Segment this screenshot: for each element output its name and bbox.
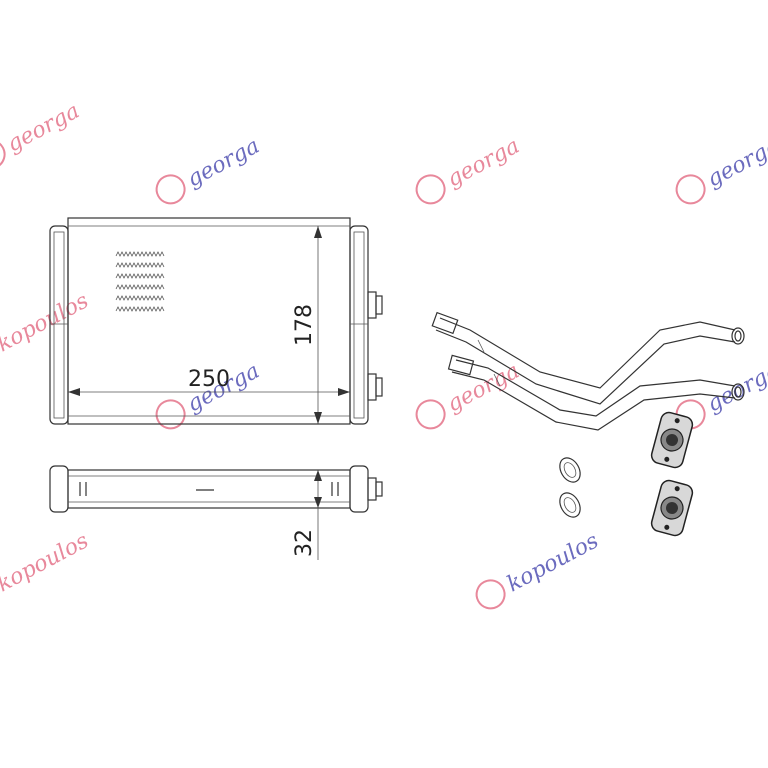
width-label: 250 (188, 367, 230, 392)
o-rings (559, 457, 581, 518)
flange-gaskets (650, 411, 694, 537)
watermark-text: kopoulos (0, 528, 93, 597)
height-dimension: 178 (292, 226, 322, 424)
heater-core-front-view (49, 217, 383, 425)
watermark-text: kopoulos (503, 528, 603, 597)
watermark-logo: georga (155, 134, 264, 205)
watermark-text: georga (443, 134, 524, 193)
watermark-logo: georga (415, 359, 524, 430)
watermark-logo: georga (0, 99, 84, 170)
watermark-logo: georga (415, 134, 524, 205)
watermark-logo: georga (675, 134, 768, 205)
watermark-logo: kopoulos (475, 528, 603, 610)
depth-label: 32 (292, 529, 317, 557)
watermark-logo: kopoulos (0, 528, 93, 597)
watermark-logo: kopoulos (0, 288, 93, 357)
height-label: 178 (292, 304, 317, 346)
width-dimension: 250 (68, 367, 350, 396)
fin-pattern (115, 251, 165, 312)
watermark-text: georga (3, 99, 84, 158)
pipe-assembly (431, 311, 745, 431)
watermark-text: georga (703, 134, 768, 193)
watermark-text: georga (183, 134, 264, 193)
heater-core-top-view (49, 465, 383, 513)
watermark-text: kopoulos (0, 288, 93, 357)
depth-dimension: 32 (292, 470, 322, 560)
